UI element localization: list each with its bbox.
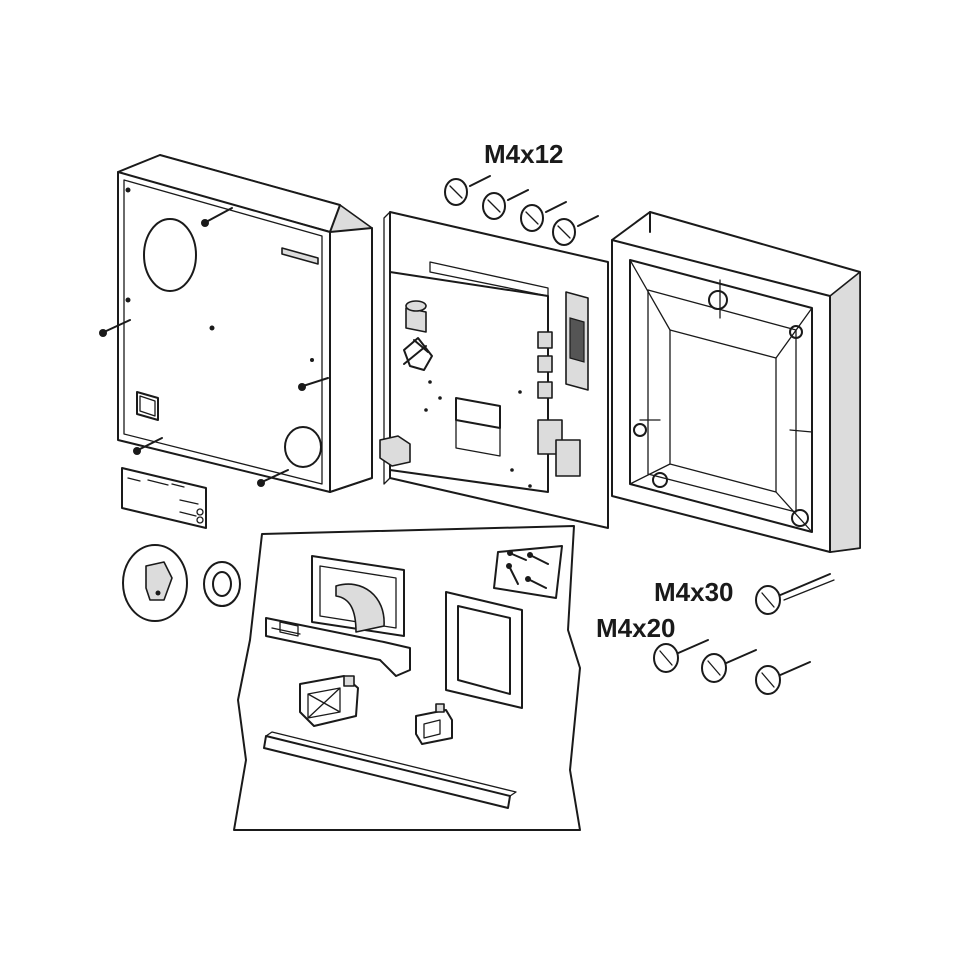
circuit-board-plate <box>379 211 609 529</box>
front-cover <box>117 154 373 493</box>
washer-ring <box>203 561 241 607</box>
m4x12-screws <box>444 175 599 246</box>
label-card <box>121 467 207 529</box>
label-m4x12: M4x12 <box>484 139 564 169</box>
screw-m4x12-2 <box>482 189 529 220</box>
m4x30-screw <box>755 573 835 615</box>
small-screws <box>506 550 549 589</box>
screw-m4x20-2 <box>701 649 757 683</box>
handle-disc <box>122 544 188 622</box>
cover-screws <box>99 207 329 487</box>
m4x20-screws <box>653 639 811 695</box>
screw-m4x20-1 <box>653 639 709 673</box>
back-base-frame <box>611 211 861 553</box>
screw-m4x12-3 <box>520 201 567 232</box>
screw-m4x12-4 <box>552 215 599 246</box>
screw-m4x20-3 <box>755 661 811 695</box>
accessory-panel <box>233 525 581 831</box>
screw-m4x12-1 <box>444 175 491 206</box>
label-m4x30: M4x30 <box>654 577 734 607</box>
label-m4x20: M4x20 <box>596 613 676 643</box>
